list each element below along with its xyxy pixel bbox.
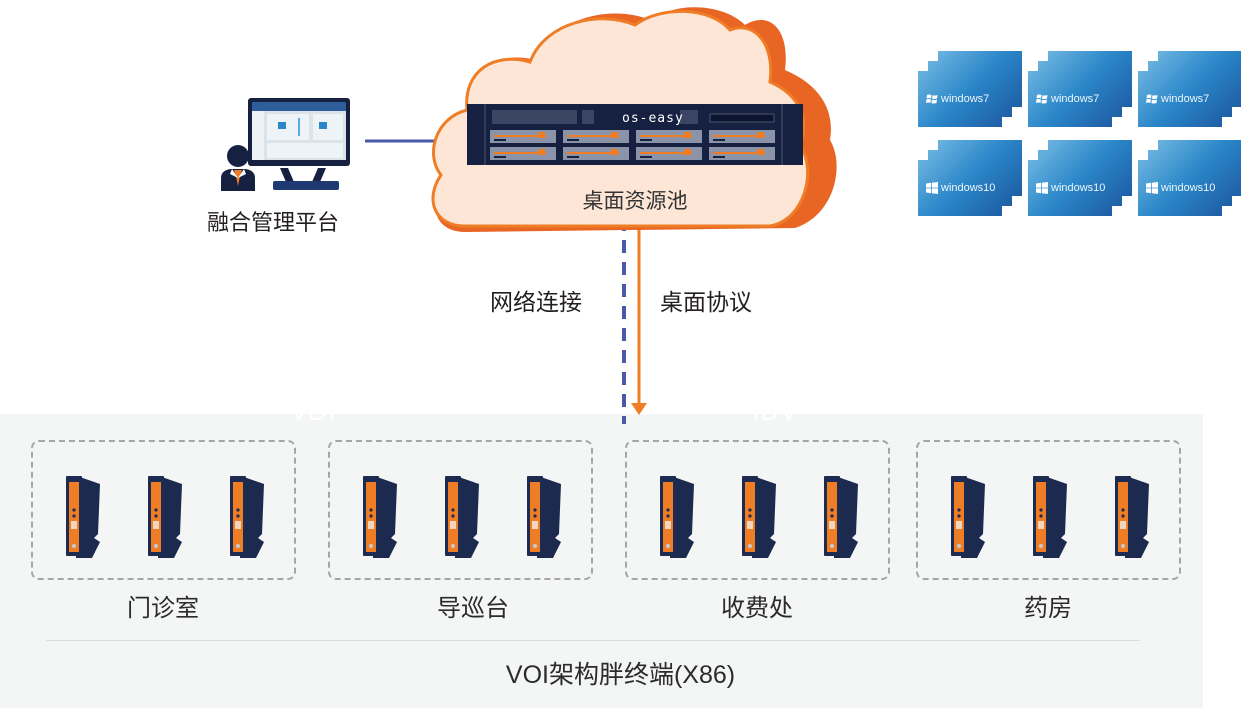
vm-image-label: windows10 <box>941 182 996 194</box>
group-label-pharmacy: 药房 <box>1024 594 1072 622</box>
windows7-logo-icon <box>1146 94 1158 104</box>
group-label-guide-desk: 导巡台 <box>437 594 509 622</box>
management-platform-label: 融合管理平台 <box>207 211 340 236</box>
fat-terminal-icon <box>1113 474 1149 558</box>
server-drive-bay <box>636 130 702 143</box>
vm-image-windows7: windows7 <box>1028 51 1132 127</box>
server-drive-bay <box>490 130 556 143</box>
server-drive-bay <box>709 130 775 143</box>
windows7-logo-icon <box>1036 94 1048 104</box>
os-easy-server-icon: os-easy <box>467 104 803 165</box>
fat-terminal-icon <box>146 474 182 558</box>
desktop-protocol-label: 桌面协议 <box>660 290 752 316</box>
watermark-vdi: VDI <box>290 396 337 426</box>
server-drive-bay <box>636 147 702 160</box>
fat-terminal-icon <box>658 474 694 558</box>
server-brand: os-easy <box>622 111 684 126</box>
vm-image-windows10: windows10 <box>918 140 1022 216</box>
server-drive-bay <box>709 147 775 160</box>
fat-terminal-icon <box>443 474 479 558</box>
connections-layer <box>365 139 647 424</box>
vm-image-label: windows10 <box>1161 182 1216 194</box>
terminal-group-box <box>625 440 890 580</box>
vm-image-windows7: windows7 <box>918 51 1022 127</box>
admin-monitor-icon <box>221 98 350 191</box>
windows10-logo-icon <box>1036 182 1048 194</box>
server-drive-bay <box>563 147 629 160</box>
windows7-logo-icon <box>926 94 938 104</box>
resource-pool-label: 桌面资源池 <box>582 189 688 213</box>
vm-image-windows10: windows10 <box>1138 140 1241 216</box>
vm-image-label: windows7 <box>1051 93 1100 105</box>
protocol-arrowhead <box>631 403 647 415</box>
panel-divider <box>46 640 1140 641</box>
terminal-group-box <box>31 440 296 580</box>
group-label-cashier: 收费处 <box>721 594 793 622</box>
vm-image-windows7: windows7 <box>1138 51 1241 127</box>
vm-image-windows10: windows10 <box>1028 140 1132 216</box>
fat-terminal-icon <box>1031 474 1067 558</box>
vm-image-label: windows7 <box>941 93 990 105</box>
server-drive-bay <box>563 130 629 143</box>
panel-caption: VOI架构胖终端(X86) <box>505 661 736 689</box>
network-connection-label: 网络连接 <box>490 290 582 316</box>
person-head <box>227 145 249 167</box>
fat-terminal-icon <box>228 474 264 558</box>
terminal-group-box <box>328 440 593 580</box>
server-drive-bay <box>490 147 556 160</box>
windows10-logo-icon <box>926 182 938 194</box>
vm-image-label: windows7 <box>1161 93 1210 105</box>
fat-terminal-icon <box>525 474 561 558</box>
fat-terminal-icon <box>64 474 100 558</box>
fat-terminal-icon <box>822 474 858 558</box>
terminal-panel <box>0 414 1203 708</box>
fat-terminal-icon <box>740 474 776 558</box>
watermark-idv: IDV <box>752 396 799 426</box>
terminal-group-box <box>916 440 1181 580</box>
vm-image-label: windows10 <box>1051 182 1106 194</box>
fat-terminal-icon <box>361 474 397 558</box>
fat-terminal-icon <box>949 474 985 558</box>
windows10-logo-icon <box>1146 182 1158 194</box>
group-label-clinic: 门诊室 <box>127 594 199 622</box>
